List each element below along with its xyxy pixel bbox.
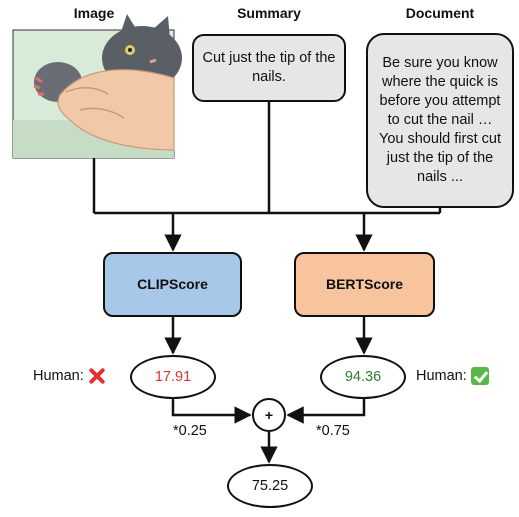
weight-bert: *0.75 [316, 423, 350, 439]
document-box: Be sure you know where the quick is befo… [366, 33, 514, 208]
header-document: Document [405, 5, 475, 21]
human-judgment-bert: Human: [416, 367, 489, 385]
arrow-clip-weighted [171, 399, 252, 424]
human-judgment-clip: Human: [33, 367, 106, 385]
cross-mark-icon [88, 367, 106, 385]
check-mark-icon [470, 367, 489, 385]
human-label-bert: Human: [416, 368, 467, 384]
summary-text: Cut just the tip of the nails. [202, 50, 336, 85]
bertscore-box: BERTScore [294, 252, 435, 317]
clipscore-box: CLIPScore [103, 252, 242, 317]
combine-node: + [252, 398, 286, 432]
human-label-clip: Human: [33, 368, 84, 384]
header-summary: Summary [237, 5, 301, 21]
bertscore-value: 94.36 [320, 355, 406, 399]
combine-symbol: + [264, 407, 274, 423]
weight-clip: *0.25 [173, 423, 207, 439]
bertscore-value-text: 94.36 [344, 369, 382, 385]
document-text: Be sure you know where the quick is befo… [379, 55, 501, 185]
clipscore-value: 17.91 [130, 355, 216, 399]
arrow-bert-weighted [286, 399, 366, 424]
bertscore-label: BERTScore [325, 276, 404, 292]
summary-box: Cut just the tip of the nails. [192, 34, 346, 102]
header-image: Image [73, 5, 115, 21]
clipscore-value-text: 17.91 [154, 369, 192, 385]
clipscore-label: CLIPScore [137, 276, 208, 292]
final-score: 75.25 [227, 464, 313, 508]
final-score-text: 75.25 [251, 478, 289, 494]
